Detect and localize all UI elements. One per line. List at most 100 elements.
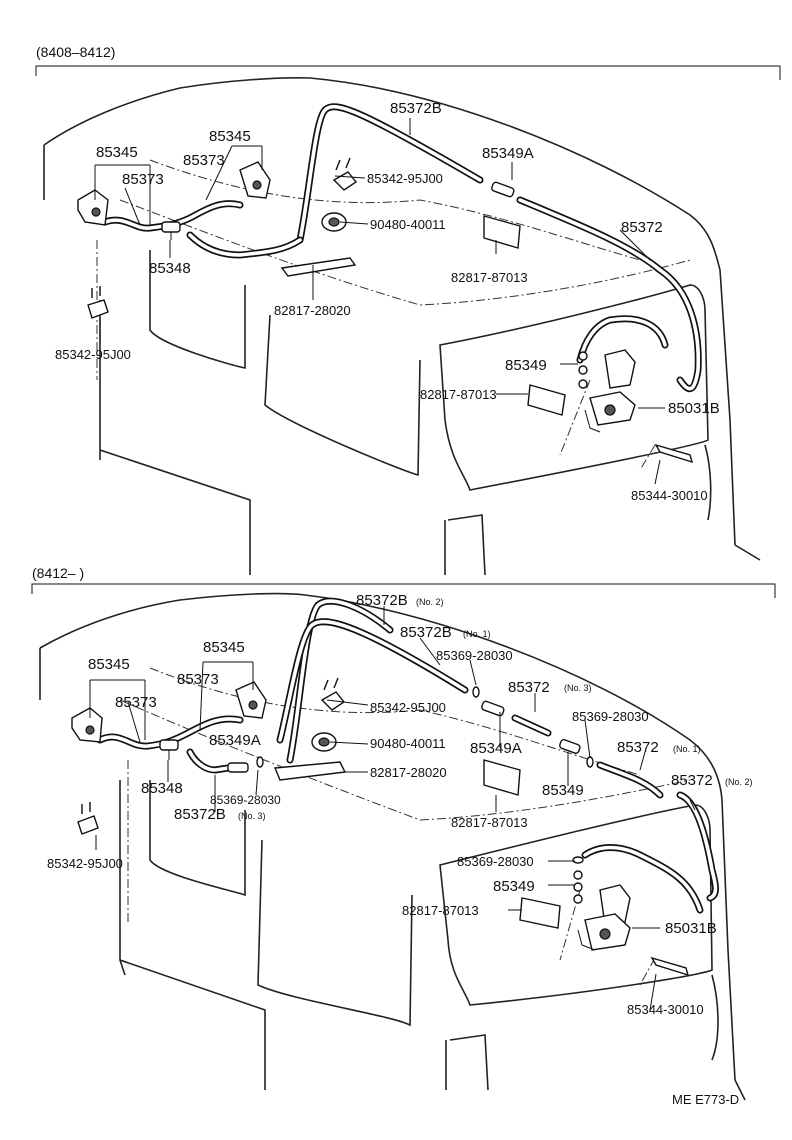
bottom-clamp-85344 — [650, 956, 690, 977]
label-85372B: 85372B — [390, 100, 442, 117]
label-85369-28030: 85369-28030 — [572, 709, 649, 724]
bottom-pad-middle — [273, 761, 347, 781]
bottom-pad-upper — [483, 759, 521, 796]
label-85372B: 85372B — [174, 806, 226, 823]
top-side-window-1 — [149, 250, 246, 369]
bottom-connector-85349 — [573, 870, 583, 904]
label-85031B: 85031B — [668, 400, 720, 417]
label-85373: 85373 — [177, 671, 219, 688]
label-85369-28030: 85369-28030 — [210, 793, 281, 807]
top-clip-lower — [87, 286, 109, 319]
label-85348: 85348 — [141, 780, 183, 797]
top-connector-85349 — [578, 351, 588, 389]
label-85373: 85373 — [183, 152, 225, 169]
top-hose-main — [296, 103, 484, 244]
top-drip-line — [149, 159, 641, 261]
bottom-rear-pillar — [445, 974, 746, 1101]
label-no3: (No. 3) — [238, 811, 266, 821]
label-90480-40011: 90480-40011 — [370, 217, 446, 232]
label-82817-87013: 82817-87013 — [451, 270, 528, 285]
top-roof-outline — [43, 77, 736, 546]
top-section-bracket — [35, 65, 781, 80]
bottom-hose-no3-front — [186, 748, 232, 774]
bottom-hose-no3-top — [511, 714, 552, 737]
top-pad-upper — [483, 215, 521, 249]
bottom-hose-no2-rear — [676, 791, 719, 902]
top-joint-85348 — [161, 221, 181, 240]
label-85345: 85345 — [88, 656, 130, 673]
label-85372: 85372 — [617, 739, 659, 756]
label-no2: (No. 2) — [725, 777, 753, 787]
label-85373: 85373 — [115, 694, 157, 711]
top-roof-edge-line — [119, 199, 691, 306]
label-85369-28030: 85369-28030 — [436, 648, 513, 663]
bottom-pump-85031B — [577, 884, 631, 951]
label-85344-30010: 85344-30010 — [631, 488, 708, 503]
bottom-leaders — [89, 606, 696, 1011]
bottom-hose-no2-left — [286, 597, 394, 764]
bottom-side-window-1 — [149, 780, 246, 897]
label-82817-87013: 82817-87013 — [402, 903, 479, 918]
label-85345: 85345 — [209, 128, 251, 145]
label-85372: 85372 — [621, 219, 663, 236]
label-85349: 85349 — [505, 357, 547, 374]
bottom-joint-85348 — [159, 739, 179, 760]
top-grommet — [321, 212, 347, 232]
top-section-range: (8408–8412) — [36, 44, 115, 60]
bottom-roof-edge-line — [119, 699, 691, 821]
bottom-hose-no1 — [276, 618, 469, 744]
label-90480-40011: 90480-40011 — [370, 736, 446, 751]
top-section: (8408–8412) — [35, 44, 781, 576]
label-85342-95J00: 85342-95J00 — [370, 700, 446, 715]
top-pump-85031B — [584, 349, 636, 433]
top-rear-window — [439, 284, 709, 491]
bottom-clip-upper — [320, 677, 346, 711]
top-nozzle-left — [77, 189, 109, 226]
bottom-section-range: (8412– ) — [32, 565, 84, 581]
bottom-side-window-2 — [257, 839, 413, 1027]
top-pad-middle — [280, 257, 357, 277]
top-clip-upper — [332, 157, 358, 191]
top-pad-lower — [527, 384, 566, 416]
label-85349A: 85349A — [209, 732, 261, 749]
bottom-hose-lower — [581, 844, 704, 914]
bottom-nozzle-left — [71, 707, 103, 743]
label-85345: 85345 — [203, 639, 245, 656]
top-body-side — [43, 145, 251, 575]
label-85345: 85345 — [96, 144, 138, 161]
bottom-section-bracket — [31, 583, 776, 598]
label-no1: (No. 1) — [673, 744, 701, 754]
label-85342-95J00: 85342-95J00 — [47, 856, 123, 871]
top-clamp-85344 — [654, 443, 694, 464]
label-85349: 85349 — [542, 782, 584, 799]
diagram-code: ME E773-D — [672, 1092, 739, 1107]
label-85349A: 85349A — [470, 740, 522, 757]
bottom-nozzle-right — [235, 681, 267, 719]
label-85372B: 85372B — [400, 624, 452, 641]
label-85372B: 85372B — [356, 592, 408, 609]
bottom-hose-no1-rear — [596, 761, 664, 799]
label-85342-95J00: 85342-95J00 — [367, 171, 443, 186]
label-82817-28020: 82817-28020 — [370, 765, 447, 780]
label-82817-87013: 82817-87013 — [451, 815, 528, 830]
bottom-body-side — [39, 648, 266, 1090]
label-85348: 85348 — [149, 260, 191, 277]
top-side-window-2 — [264, 314, 421, 477]
label-85372: 85372 — [508, 679, 550, 696]
label-82817-87013: 82817-87013 — [420, 387, 497, 402]
label-85349A: 85349A — [482, 145, 534, 162]
bottom-drip-line — [149, 667, 641, 776]
label-82817-28020: 82817-28020 — [274, 303, 351, 318]
top-joint-85349A — [491, 181, 515, 198]
top-hose-rear — [516, 196, 702, 393]
label-85349: 85349 — [493, 878, 535, 895]
label-85342-95J00: 85342-95J00 — [55, 347, 131, 362]
top-rear-pillar — [444, 444, 761, 576]
bottom-joint-85349A-upper — [481, 700, 505, 717]
bottom-grommet — [311, 732, 337, 752]
bottom-joint-85349A-front — [227, 762, 249, 773]
bottom-joint-85349-upper — [559, 738, 581, 754]
label-no1: (No. 1) — [463, 629, 491, 639]
bottom-clip-lower — [77, 802, 99, 835]
